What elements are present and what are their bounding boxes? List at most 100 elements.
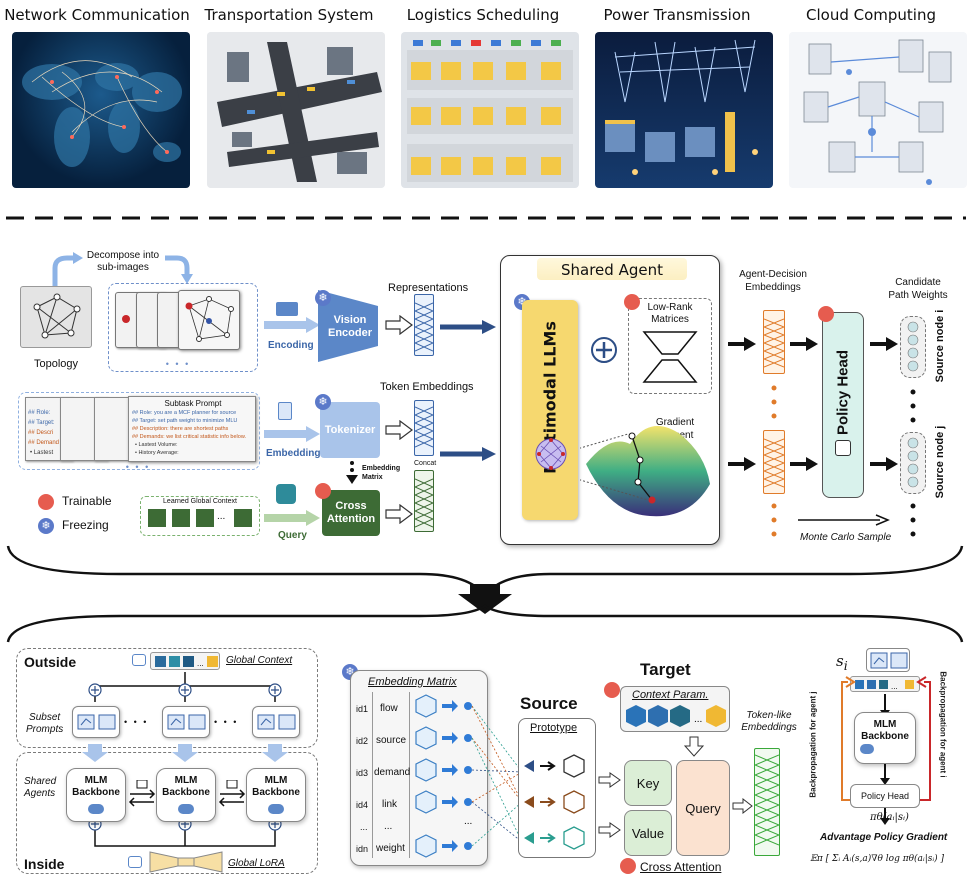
shared-agent-title-bg — [537, 258, 687, 280]
candidate-weights-top — [900, 316, 926, 378]
title-power: Power Transmission — [603, 6, 751, 24]
robot-icon-3 — [268, 804, 284, 814]
svg-text:...: ... — [891, 682, 898, 691]
prompt-line-3: ## Description: there are shortest paths — [132, 426, 229, 432]
low-rank-shape — [642, 331, 698, 383]
card-label-desc: ## Descri — [28, 430, 54, 436]
agent-embedding-bottom — [762, 430, 786, 494]
embedding-matrix-label: Embedding Matrix — [362, 465, 401, 481]
token-weight: weight — [376, 843, 405, 854]
document-icon — [278, 402, 292, 420]
prompt-line-1: ## Role: you are a MCF planner for sourc… — [132, 410, 237, 416]
target-title: Target — [640, 660, 691, 679]
agent-embedding-dots-2 — [771, 503, 777, 537]
query-search-icon — [276, 484, 296, 504]
global-context-cubes: ... — [150, 652, 220, 670]
topology-box — [20, 286, 92, 348]
policy-head-label: Policy Head — [834, 349, 852, 436]
outside-label: Outside — [24, 654, 77, 670]
embedding-cubes-and-links: ... — [415, 694, 523, 858]
svg-text:...: ... — [464, 816, 472, 827]
arrow-agent-bottom — [728, 457, 756, 471]
brace-arrow — [6, 545, 964, 643]
id-3: id3 — [356, 768, 369, 778]
token-embeddings-label: Token Embeddings — [380, 381, 474, 393]
policy-head-box — [822, 312, 864, 498]
token-source: source — [376, 735, 407, 746]
subset-prompts-label: Subset Prompts — [26, 712, 64, 735]
prompt-line-5: • Lastest Volume: — [135, 442, 178, 448]
candidate-dots-2 — [910, 503, 916, 537]
topology-graph-icon — [33, 293, 81, 339]
policy-formula: πθ(aᵢ|sᵢ) — [870, 812, 909, 823]
trainable-legend-icon — [38, 494, 54, 510]
policy-head-trainable-icon — [818, 306, 834, 322]
cross-attention-label: Cross Attention — [640, 860, 722, 874]
monte-carlo-label: Monte Carlo Sample — [800, 532, 892, 543]
token-embedding-column — [413, 400, 435, 456]
hollow-arrow-1 — [385, 315, 413, 335]
vision-encoder-shape — [318, 290, 378, 362]
source-node-j-label: Source node j — [934, 425, 946, 499]
hollow-arrow-key — [598, 772, 621, 788]
low-rank-panel — [628, 298, 712, 394]
state-symbol: si — [836, 652, 848, 673]
advantage-label: Advantage Policy Gradient — [820, 832, 948, 843]
title-transport: Transportation System — [204, 6, 374, 24]
global-context-label: Global Context — [226, 655, 293, 666]
title-logistics: Logistics Scheduling — [406, 6, 560, 24]
prototype-label: Prototype — [530, 722, 578, 734]
topology-label: Topology — [33, 358, 79, 370]
transport-image — [207, 32, 385, 188]
prompt-line-6: • History Average: — [135, 450, 179, 456]
trainable-legend-label: Trainable — [62, 494, 112, 508]
id-1: id1 — [356, 704, 369, 714]
objective-formula: 𝔼π [ Σᵢ Aᵢ(s,a)∇θ log πθ(aᵢ|sᵢ) ] — [810, 854, 945, 864]
global-context-panel — [140, 496, 260, 536]
sync-arrows-2 — [218, 780, 246, 807]
token-flow: flow — [380, 703, 398, 714]
hollow-arrow-3 — [385, 504, 413, 524]
low-rank-label: Low-Rank Matrices — [647, 302, 693, 325]
repr-to-agent-arrow — [440, 320, 496, 334]
freezing-legend-label: Freezing — [62, 518, 109, 532]
token-like-label: Token-like Embeddings — [741, 710, 797, 733]
id-4: id4 — [356, 800, 369, 810]
context-embedding-column — [413, 470, 435, 532]
subimages-dots: • • • — [165, 359, 191, 369]
embedding-arrow — [264, 426, 320, 442]
sync-arrows-1 — [128, 780, 156, 807]
network-image — [12, 32, 190, 188]
token-like-column — [753, 748, 781, 856]
cross-attention-box: Cross Attention — [322, 490, 380, 536]
prompt-card-main: Subtask Prompt ## Role: you are a MCF pl… — [128, 396, 256, 462]
arrow-to-policy-bottom — [790, 457, 818, 471]
representation-column — [413, 294, 435, 356]
embed-to-agent-arrow — [440, 447, 496, 461]
subtask-prompt-title: Subtask Prompt — [164, 399, 222, 408]
subset-dots-1: • • • — [124, 717, 149, 727]
agent-decision-label: Agent-Decision Embeddings — [739, 269, 807, 293]
arrow-from-policy-top — [870, 337, 898, 351]
subimages-panel — [108, 283, 258, 372]
hollow-arrow-token — [732, 798, 753, 814]
backprop-j-label: Backpropagation for agent j — [808, 691, 818, 798]
decompose-arrows — [52, 252, 193, 288]
agent-embedding-dots-1 — [771, 385, 777, 419]
hollow-arrow-value — [598, 822, 621, 838]
representations-label: Representations — [388, 282, 469, 294]
global-lora-label: Global LoRA — [228, 858, 285, 869]
card-label-demand: ## Demand — [28, 440, 60, 446]
prompt-line-4: ## Demands: we list critical statistic i… — [132, 434, 247, 440]
id-2: id2 — [356, 736, 369, 746]
prototype-items — [524, 754, 585, 850]
candidate-label: Candidate Path Weights — [888, 277, 948, 301]
subset-prompt-1 — [72, 706, 120, 738]
tokenizer-freeze-icon: ❄ — [315, 394, 331, 410]
title-network: Network Communication — [4, 6, 190, 24]
policy-head-icon — [835, 440, 851, 456]
subset-prompt-3 — [252, 706, 300, 738]
card-label-latest: • Lastest — [30, 450, 54, 456]
source-node-i-label: Source node i — [934, 309, 946, 383]
query-box: Query — [676, 760, 730, 856]
